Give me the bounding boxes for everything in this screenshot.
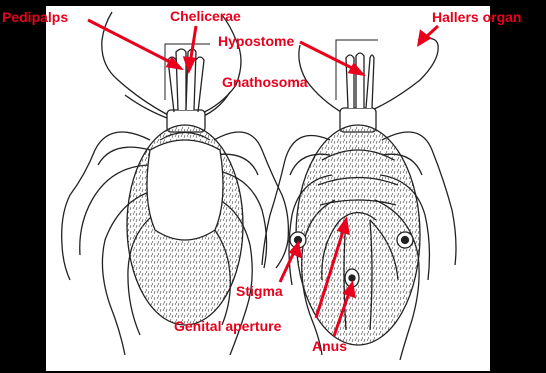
label-anus: Anus <box>312 338 347 354</box>
pedipalps-pointer <box>88 20 174 64</box>
stigma-pointer <box>280 250 295 282</box>
label-gnathosoma: Gnathosoma <box>222 74 308 90</box>
label-genital-aperture: Genital aperture <box>174 318 281 334</box>
label-chelicerae: Chelicerae <box>170 8 241 24</box>
label-hypostome: Hypostome <box>218 33 294 49</box>
label-hallers-organ: Hallers organ <box>432 9 521 25</box>
label-stigma: Stigma <box>236 283 283 299</box>
label-pedipalps: Pedipalps <box>2 9 68 25</box>
